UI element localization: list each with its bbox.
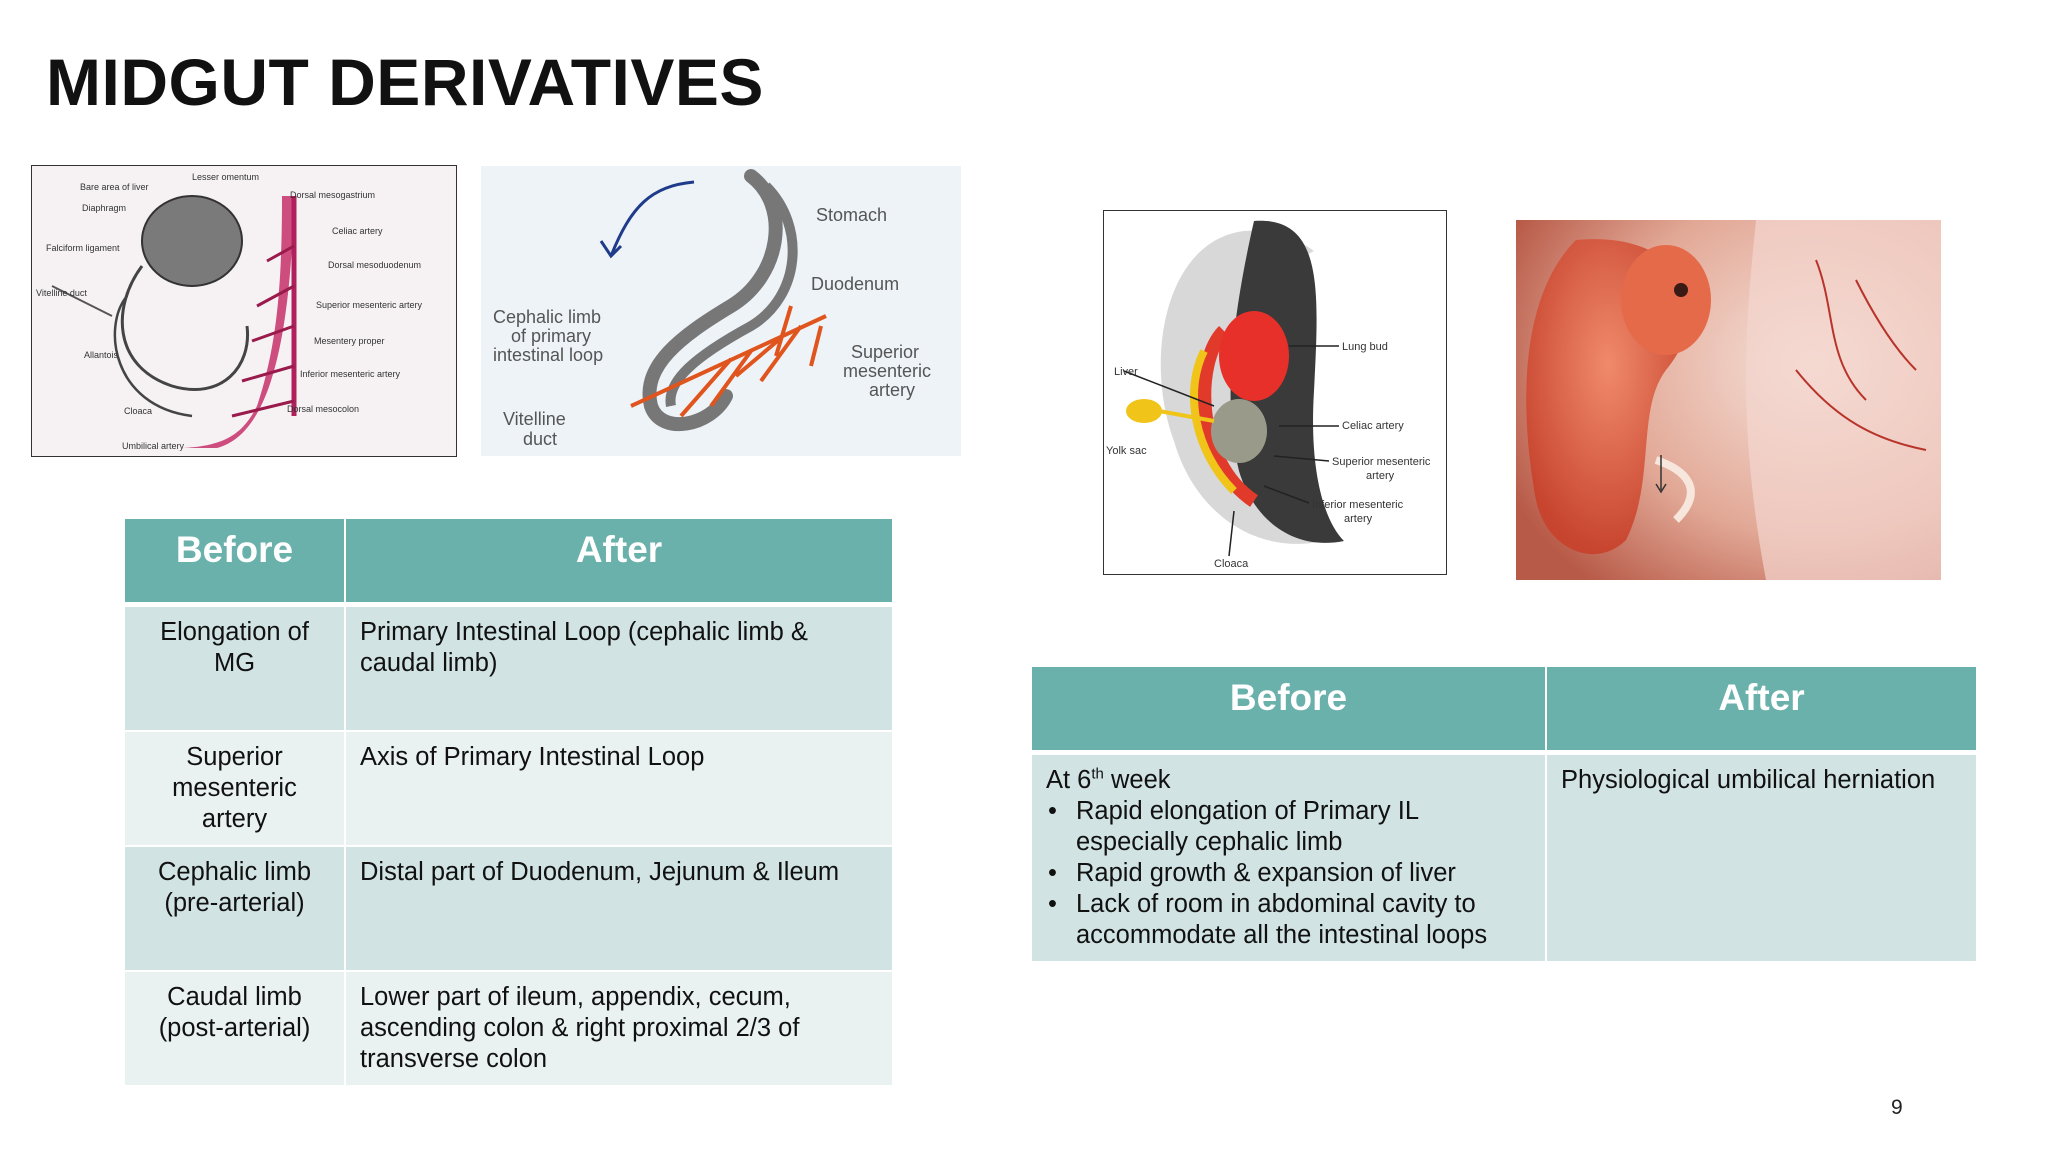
table2-bullet-list: Rapid elongation of Primary IL especiall… (1046, 796, 1531, 951)
table-row: Cephalic limb (pre-arterial) Distal part… (125, 847, 892, 972)
label-cephalic-limb-2: of primary (511, 326, 591, 346)
table2-header-before: Before (1032, 667, 1547, 755)
label-cephalic-limb-3: intestinal loop (493, 345, 603, 365)
label-dorsal-mesoduodenum: Dorsal mesoduodenum (328, 260, 421, 270)
label-stomach: Stomach (816, 205, 887, 225)
herniation-table: Before After At 6th week Rapid elongatio… (1032, 667, 1976, 963)
label-allantois: Allantois (84, 350, 119, 360)
embryo-section-diagram-image: Lung bud Liver Yolk sac Celiac artery Su… (1103, 210, 1447, 575)
table2-intro: At 6th week (1046, 765, 1171, 794)
label-lesser-omentum: Lesser omentum (192, 172, 259, 182)
label-dorsal-mesocolon: Dorsal mesocolon (287, 404, 359, 414)
label-celiac-artery: Celiac artery (332, 226, 383, 236)
label-cloaca: Cloaca (1214, 558, 1249, 570)
table1-row4-after: Lower part of ileum, appendix, cecum, as… (346, 972, 892, 1087)
label-liver: Liver (1114, 366, 1138, 378)
table2-before-cell: At 6th week Rapid elongation of Primary … (1032, 755, 1547, 963)
list-item: Rapid elongation of Primary IL especiall… (1048, 796, 1531, 858)
label-cloaca: Cloaca (124, 406, 152, 416)
label-lung-bud: Lung bud (1342, 341, 1388, 353)
label-bare-area: Bare area of liver (80, 182, 149, 192)
table1-row3-after: Distal part of Duodenum, Jejunum & Ileum (346, 847, 892, 972)
label-ima-1: Inferior mesenteric (1312, 499, 1404, 511)
label-umbilical-artery: Umbilical artery (122, 441, 185, 451)
slide-title: MIDGUT DERIVATIVES (46, 45, 764, 119)
label-sma-1: Superior (851, 342, 919, 362)
label-superior-mesenteric-artery: Superior mesenteric artery (316, 300, 423, 310)
label-celiac-artery: Celiac artery (1342, 420, 1404, 432)
label-cephalic-limb-1: Cephalic limb (493, 307, 601, 327)
table1-row1-before: Elongation of MG (125, 607, 346, 732)
table1-header-after: After (346, 519, 892, 607)
label-vitelline-duct: Vitelline duct (36, 288, 87, 298)
label-sma-2: mesenteric (843, 361, 931, 381)
mesentery-diagram-image: Bare area of liver Lesser omentum Diaphr… (31, 165, 457, 457)
table1-row2-after: Axis of Primary Intestinal Loop (346, 732, 892, 847)
table-row: Superior mesenteric artery Axis of Prima… (125, 732, 892, 847)
label-ima-2: artery (1344, 513, 1373, 525)
label-diaphragm: Diaphragm (82, 203, 126, 213)
table-row: At 6th week Rapid elongation of Primary … (1032, 755, 1976, 963)
derivatives-table: Before After Elongation of MG Primary In… (125, 519, 892, 1087)
intestinal-loop-diagram-image: Stomach Duodenum Cephalic limb of primar… (481, 166, 961, 456)
label-dorsal-mesogastrium: Dorsal mesogastrium (290, 190, 375, 200)
table1-header-before: Before (125, 519, 346, 607)
table2-header-after: After (1547, 667, 1976, 755)
list-item: Lack of room in abdominal cavity to acco… (1048, 889, 1531, 951)
table2-after-cell: Physiological umbilical herniation (1547, 755, 1976, 963)
label-duodenum: Duodenum (811, 274, 899, 294)
label-vitelline-1: Vitelline (503, 409, 566, 429)
table1-row2-before: Superior mesenteric artery (125, 732, 346, 847)
table1-row3-before: Cephalic limb (pre-arterial) (125, 847, 346, 972)
label-sma-1: Superior mesenteric (1332, 456, 1431, 468)
label-sma-2: artery (1366, 470, 1395, 482)
embryo-photo-image (1516, 220, 1941, 580)
label-yolk-sac: Yolk sac (1106, 445, 1147, 457)
page-number: 9 (1891, 1096, 1903, 1119)
table1-row4-before: Caudal limb (post-arterial) (125, 972, 346, 1087)
table-row: Caudal limb (post-arterial) Lower part o… (125, 972, 892, 1087)
label-mesentery-proper: Mesentery proper (314, 336, 385, 346)
label-sma-3: artery (869, 380, 915, 400)
table1-row1-after: Primary Intestinal Loop (cephalic limb &… (346, 607, 892, 732)
list-item: Rapid growth & expansion of liver (1048, 858, 1531, 889)
label-falciform-ligament: Falciform ligament (46, 243, 120, 253)
table-row: Elongation of MG Primary Intestinal Loop… (125, 607, 892, 732)
label-vitelline-2: duct (523, 429, 557, 449)
label-inferior-mesenteric-artery: Inferior mesenteric artery (300, 369, 401, 379)
